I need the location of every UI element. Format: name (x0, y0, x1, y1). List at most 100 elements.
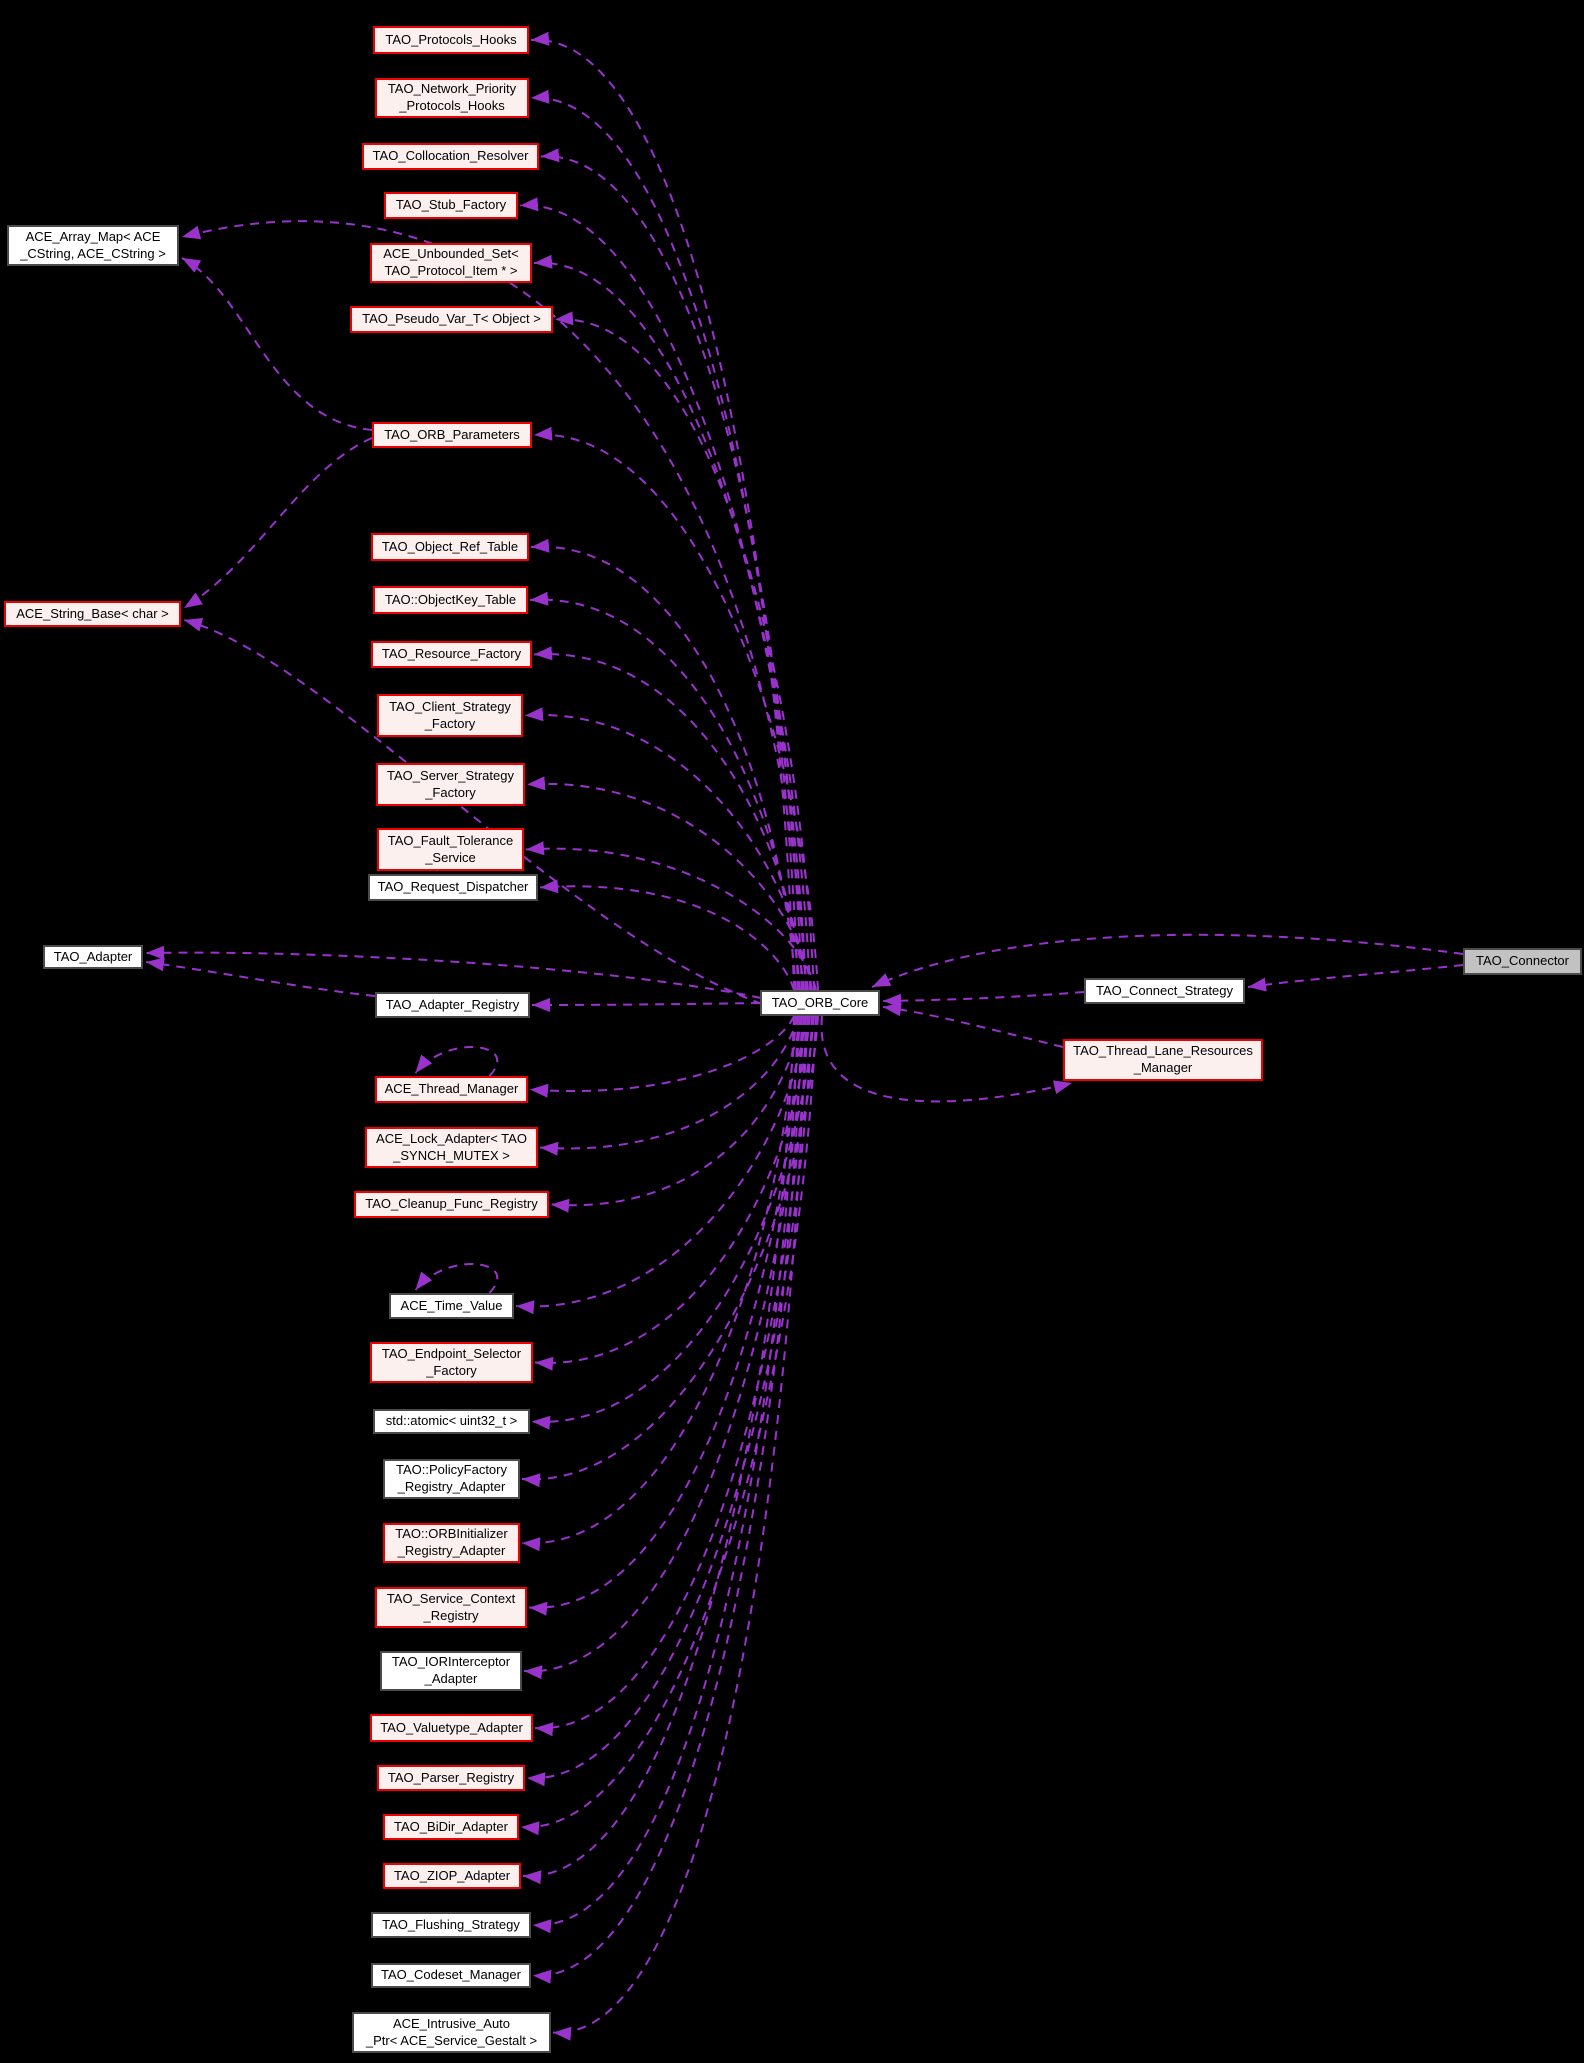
node-label: TAO_Collocation_Resolver (372, 148, 529, 164)
node-client_strategy[interactable]: TAO_Client_Strategy_Factory (377, 694, 523, 737)
edge-orb_core-policy_factory (521, 1015, 819, 1488)
node-intrusive_auto_ptr[interactable]: ACE_Intrusive_Auto_Ptr< ACE_Service_Gest… (352, 2012, 551, 2053)
node-label: _Manager (1133, 1060, 1193, 1075)
node-connector[interactable]: TAO_Connector (1463, 948, 1582, 975)
edge-orb_core-string_base (183, 618, 763, 1005)
node-collocation_resolver[interactable]: TAO_Collocation_Resolver (362, 143, 539, 170)
edge-orb_core-protocols_hooks (530, 31, 795, 991)
node-orb_core[interactable]: TAO_ORB_Core (760, 990, 880, 1016)
edge-orb_core-time_value (515, 1015, 807, 1315)
edge-orb_core-adapter_registry (531, 997, 761, 1012)
node-label: ACE_Array_Map< ACE (25, 228, 161, 244)
node-service_context[interactable]: TAO_Service_Context_Registry (375, 1587, 527, 1628)
edge-orb_core-orb_parameters (533, 426, 819, 991)
node-stub_factory[interactable]: TAO_Stub_Factory (384, 192, 518, 219)
node-resource_factory[interactable]: TAO_Resource_Factory (371, 641, 532, 668)
edge-orb_core-orb_initializer (521, 1015, 797, 1552)
edge-tlrm-orb_core (882, 1002, 1064, 1048)
node-label: TAO_Protocols_Hooks (385, 31, 517, 47)
node-connect_strategy[interactable]: TAO_Connect_Strategy (1084, 978, 1245, 1004)
node-label: TAO_Flushing_Strategy (382, 1916, 520, 1932)
node-label: TAO::ObjectKey_Table (384, 591, 517, 607)
node-time_value[interactable]: ACE_Time_Value (389, 1293, 514, 1319)
node-valuetype_adapter[interactable]: TAO_Valuetype_Adapter (370, 1714, 533, 1742)
node-flushing_strategy[interactable]: TAO_Flushing_Strategy (371, 1912, 531, 1938)
node-adapter_registry[interactable]: TAO_Adapter_Registry (375, 992, 530, 1018)
edge-orb_core-resource_factory (533, 646, 805, 991)
node-label: TAO_Request_Dispatcher (377, 879, 529, 895)
node-label: _Factory (426, 1362, 477, 1378)
edge-time_value-time_value (414, 1263, 499, 1294)
node-policy_factory[interactable]: TAO::PolicyFactory_Registry_Adapter (383, 1459, 520, 1499)
node-objectkey_table[interactable]: TAO::ObjectKey_Table (373, 586, 528, 614)
node-fault_tolerance[interactable]: TAO_Fault_Tolerance_Service (377, 828, 524, 871)
node-label: ACE_String_Base< char > (16, 605, 169, 621)
node-array_map[interactable]: ACE_Array_Map< ACE_CString, ACE_CString … (7, 225, 179, 266)
edge-orb_core-thread_manager (529, 1015, 795, 1098)
edge-connector-connect_strategy (1247, 964, 1464, 992)
node-endpoint_selector[interactable]: TAO_Endpoint_Selector_Factory (370, 1342, 533, 1383)
node-ior_interceptor[interactable]: TAO_IORInterceptor_Adapter (380, 1651, 522, 1691)
node-label: ACE_Lock_Adapter< TAO (376, 1130, 527, 1146)
edge-orb_core-parser_registry (526, 1015, 813, 1787)
node-thread_manager[interactable]: ACE_Thread_Manager (375, 1076, 528, 1103)
node-label: _Protocols_Hooks (399, 98, 505, 113)
edge-orb_core-server_strategy (526, 776, 813, 991)
node-adapter[interactable]: TAO_Adapter (43, 945, 143, 969)
node-lock_adapter[interactable]: ACE_Lock_Adapter< TAO_SYNCH_MUTEX > (365, 1127, 538, 1168)
node-label: TAO_ORB_Parameters (384, 426, 520, 442)
edge-orb_core-ziop_adapter (522, 1015, 795, 1885)
node-cleanup_func[interactable]: TAO_Cleanup_Func_Registry (354, 1191, 549, 1218)
node-label: _CString, ACE_CString > (20, 245, 166, 261)
edge-orb_core-fault_tolerance (525, 841, 817, 991)
node-label: _Factory (425, 784, 476, 800)
node-label: TAO_Thread_Lane_Resources (1073, 1043, 1253, 1059)
edge-connect_strategy-orb_core (882, 991, 1085, 1008)
node-parser_registry[interactable]: TAO_Parser_Registry (377, 1765, 525, 1791)
node-label: TAO_Service_Context (386, 1590, 516, 1606)
node-string_base[interactable]: ACE_String_Base< char > (4, 601, 181, 627)
node-network_priority[interactable]: TAO_Network_Priority_Protocols_Hooks (375, 78, 529, 118)
edge-orb_core-atomic (531, 1015, 815, 1430)
node-label: TAO_Object_Ref_Table (381, 538, 519, 554)
edge-orb_core-collocation_resolver (540, 148, 803, 991)
edge-orb_core-cleanup_func (550, 1015, 803, 1213)
node-label: _Registry_Adapter (397, 1479, 506, 1494)
node-label: TAO_Valuetype_Adapter (380, 1719, 523, 1735)
node-atomic[interactable]: std::atomic< uint32_t > (373, 1409, 530, 1434)
node-label: TAO_Adapter_Registry (385, 996, 520, 1012)
node-label: ACE_Thread_Manager (384, 1081, 519, 1097)
node-tlrm[interactable]: TAO_Thread_Lane_Resources_Manager (1063, 1039, 1263, 1081)
node-pseudo_var[interactable]: TAO_Pseudo_Var_T< Object > (350, 306, 553, 333)
node-label: TAO_Codeset_Manager (381, 1967, 521, 1983)
node-label: _Service (425, 849, 476, 865)
edge-orb_core-objectkey_table (529, 591, 801, 991)
node-label: ACE_Unbounded_Set< (383, 246, 519, 262)
node-bidir_adapter[interactable]: TAO_BiDir_Adapter (383, 1814, 519, 1840)
node-request_dispatcher[interactable]: TAO_Request_Dispatcher (368, 874, 538, 901)
node-codeset_manager[interactable]: TAO_Codeset_Manager (371, 1963, 531, 1988)
node-label: TAO_ZIOP_Adapter (393, 1867, 511, 1883)
node-ziop_adapter[interactable]: TAO_ZIOP_Adapter (383, 1863, 521, 1889)
node-object_ref_table[interactable]: TAO_Object_Ref_Table (371, 533, 529, 561)
node-protocols_hooks[interactable]: TAO_Protocols_Hooks (373, 26, 529, 54)
edge-adapter_registry-adapter (145, 957, 376, 997)
edge-orb_core-bidir_adapter (520, 1015, 817, 1836)
edge-orb_parameters-array_map (181, 257, 373, 431)
node-server_strategy[interactable]: TAO_Server_Strategy_Factory (376, 763, 525, 806)
edge-orb_core-ior_interceptor (523, 1015, 805, 1680)
node-label: TAO_Client_Strategy (389, 698, 511, 714)
node-orb_parameters[interactable]: TAO_ORB_Parameters (372, 422, 532, 448)
node-label: TAO_Resource_Factory (381, 646, 522, 662)
node-orb_initializer[interactable]: TAO::ORBInitializer_Registry_Adapter (383, 1523, 520, 1563)
node-unbounded_set[interactable]: ACE_Unbounded_Set<TAO_Protocol_Item * > (370, 243, 532, 283)
node-label: TAO_Connector (1476, 953, 1569, 969)
edge-orb_core-array_map (181, 220, 807, 991)
node-label: _Factory (424, 715, 476, 731)
node-label: TAO_Protocol_Item * > (384, 263, 518, 278)
node-label: TAO_Fault_Tolerance (387, 832, 514, 848)
node-label: _Ptr< ACE_Service_Gestalt > (365, 2032, 538, 2048)
edge-orb_core-adapter (145, 945, 762, 999)
node-label: TAO_Connect_Strategy (1095, 982, 1234, 998)
